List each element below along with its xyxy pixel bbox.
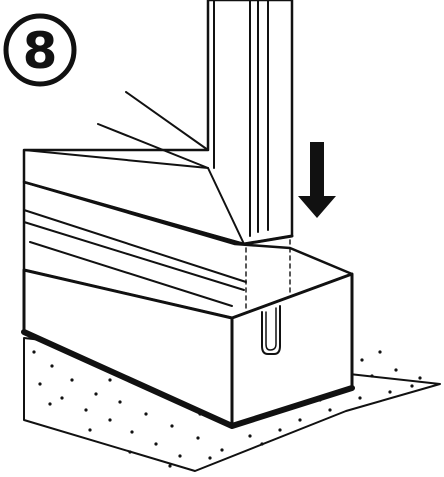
ground-dot (70, 378, 74, 382)
ground-dot (248, 434, 252, 438)
ground-dot (418, 376, 422, 380)
ground-dot (388, 390, 392, 394)
ground-dot (144, 412, 148, 416)
down-arrow-icon (298, 142, 336, 218)
ground-dot (298, 418, 302, 422)
window-frame (22, 0, 294, 246)
step-number: 8 (23, 22, 58, 80)
ground-dot (196, 436, 200, 440)
ground-dot (208, 456, 212, 460)
sill-slot (261, 305, 281, 355)
ground-dot (32, 350, 36, 354)
ground-dot (88, 428, 92, 432)
ground-dot (108, 418, 112, 422)
ground-dot (394, 368, 398, 372)
ground-dot (108, 378, 112, 382)
ground-dot (60, 396, 64, 400)
ground-dot (328, 408, 332, 412)
ground-dot (220, 448, 224, 452)
ground-dot (260, 442, 264, 446)
ground-dot (178, 454, 182, 458)
step-badge: 8 (3, 13, 77, 87)
ground-dot (38, 382, 42, 386)
ground-dot (130, 430, 134, 434)
ground-dot (360, 358, 364, 362)
ground-dot (170, 424, 174, 428)
ground-dot (278, 428, 282, 432)
ground-dot (378, 350, 382, 354)
ground-dot (94, 392, 98, 396)
ground-dot (358, 396, 362, 400)
ground-dot (48, 402, 52, 406)
ground-dot (168, 464, 172, 468)
ground-dot (118, 400, 122, 404)
sill-block (21, 180, 355, 429)
ground-dot (410, 384, 414, 388)
ground-dot (370, 374, 374, 378)
ground-dot (50, 364, 54, 368)
ground-dot (84, 408, 88, 412)
ground-dot (128, 450, 132, 454)
ground-dot (154, 442, 158, 446)
alignment-guides (245, 239, 291, 313)
